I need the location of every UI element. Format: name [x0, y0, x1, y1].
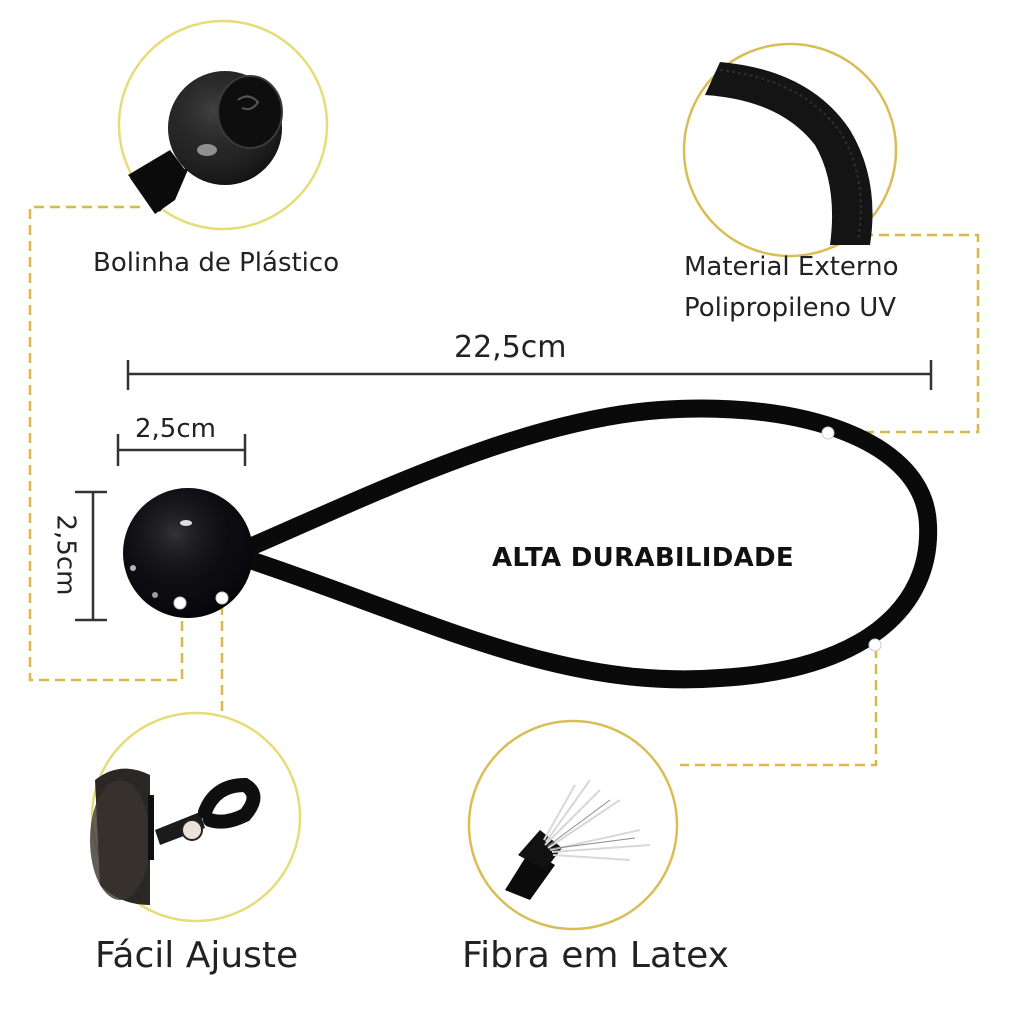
leader-latex-fiber — [680, 648, 878, 767]
leader-lines — [28, 205, 980, 767]
label-easy-adjust: Fácil Ajuste — [95, 935, 299, 976]
label-latex-fiber: Fibra em Latex — [462, 935, 729, 976]
plastic-ball-photo-icon — [128, 71, 283, 214]
leader-plastic-ball — [28, 205, 184, 682]
center-title: ALTA DURABILIDADE — [492, 543, 794, 573]
callout-dots — [173, 426, 882, 652]
dimension-lines — [75, 360, 933, 622]
label-outer-material-line1: Material Externo — [684, 252, 899, 282]
dim-ball-width-label: 2,5cm — [135, 414, 216, 444]
circle-latex-fiber — [467, 719, 679, 931]
latex-fibers-photo-icon — [505, 779, 651, 900]
label-outer-material-line2: Polipropileno UV — [684, 293, 897, 323]
dim-total-length-label: 22,5cm — [454, 330, 567, 365]
label-plastic-ball: Bolinha de Plástico — [93, 248, 340, 278]
dim-ball-height-label: 2,5cm — [50, 514, 81, 596]
dot-plastic-ball — [173, 596, 187, 610]
dot-outer-material — [821, 426, 835, 440]
cord-loop-icon — [246, 399, 938, 689]
dot-easy-adjust — [215, 591, 229, 605]
dot-latex-fiber — [868, 638, 882, 652]
adjust-knot-photo-icon — [90, 768, 261, 905]
ball-icon — [123, 488, 253, 618]
leader-outer-material — [830, 233, 980, 434]
braided-cord-photo-icon — [705, 62, 873, 245]
